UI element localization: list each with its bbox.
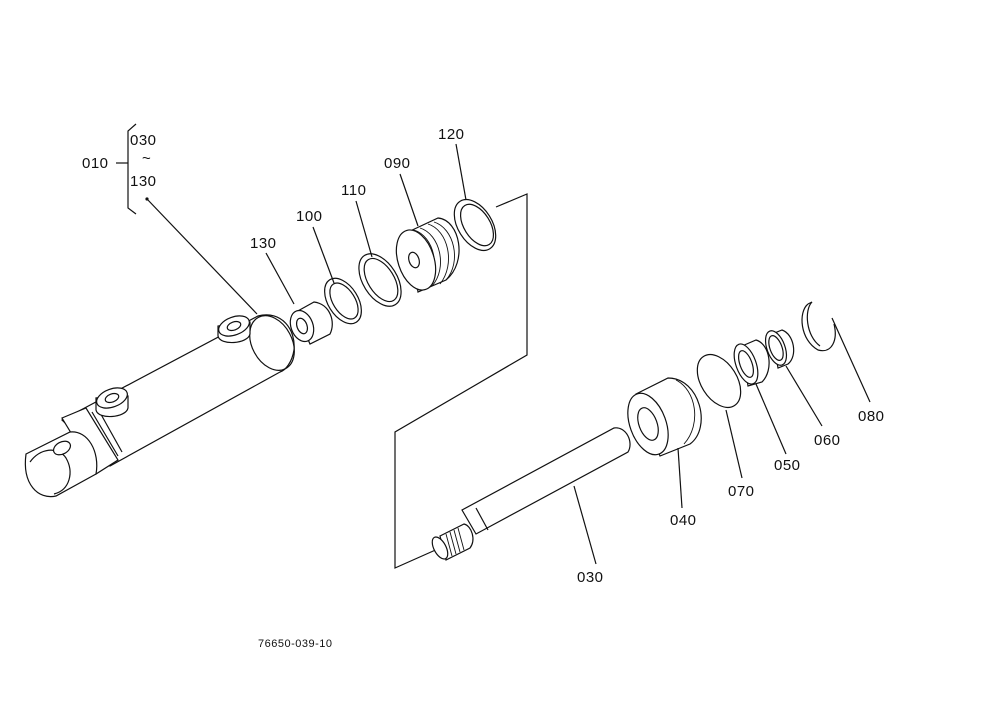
part-080-snap-ring — [801, 301, 836, 352]
drawing-number: 76650-039-10 — [258, 638, 333, 650]
assembly-bracket — [116, 123, 258, 315]
label-part-100: 100 — [296, 208, 323, 225]
part-070-oring — [696, 354, 742, 408]
label-range-to-130: 130 — [130, 173, 157, 190]
part-130-nut — [289, 301, 333, 345]
label-part-090: 090 — [384, 155, 411, 172]
label-part-080: 080 — [858, 408, 885, 425]
part-090-piston — [395, 217, 460, 293]
part-050-seal — [733, 339, 770, 387]
label-part-050: 050 — [774, 457, 801, 474]
label-part-070: 070 — [728, 483, 755, 500]
part-040-gland — [627, 377, 702, 457]
label-part-040: 040 — [670, 512, 697, 529]
part-100-ring — [324, 277, 362, 325]
label-part-110: 110 — [341, 182, 367, 199]
label-assembly-010: 010 — [82, 155, 109, 172]
part-060-ring — [764, 329, 795, 369]
label-range-tilde: ~ — [142, 150, 152, 167]
part-120-ring — [453, 199, 497, 251]
label-range-from-030: 030 — [130, 132, 157, 149]
label-part-130: 130 — [250, 235, 277, 252]
part-110-ring — [358, 253, 402, 307]
leader-lines — [265, 143, 871, 565]
assembly-frame — [394, 193, 528, 569]
part-030-rod — [431, 427, 631, 561]
cylinder-tube — [24, 314, 295, 498]
label-part-120: 120 — [438, 126, 465, 143]
label-part-030: 030 — [577, 569, 604, 586]
label-part-060: 060 — [814, 432, 841, 449]
